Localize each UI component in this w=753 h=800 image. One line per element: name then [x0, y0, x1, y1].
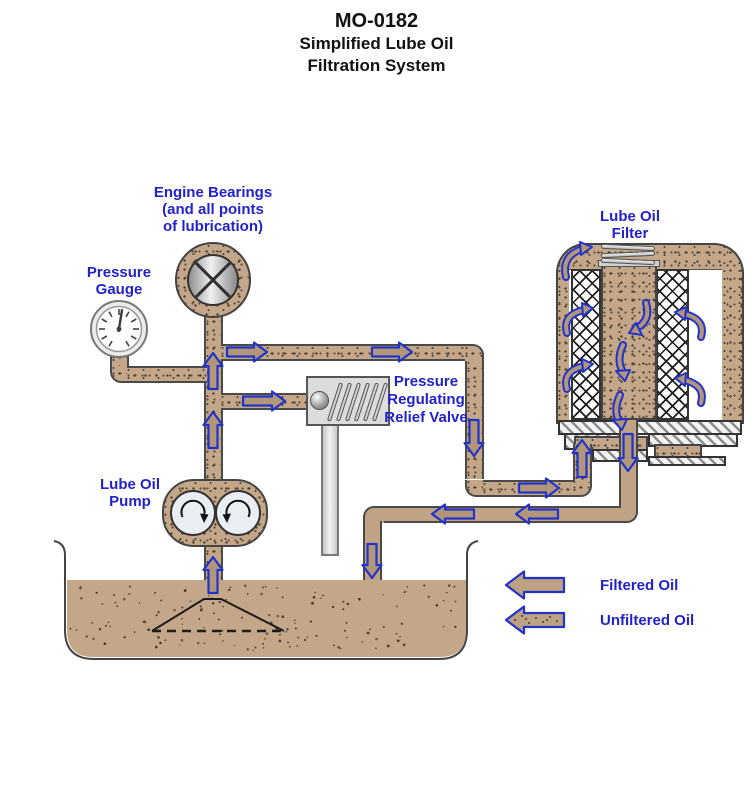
lube-oil-filter-label-line1: Lube Oil [600, 208, 660, 225]
flow-arrow-riser-upper [202, 410, 224, 450]
relief-valve-label-line3: Relief Valve [384, 409, 468, 426]
pump-rotation-cw-icon [180, 499, 209, 523]
sump-oil [67, 580, 466, 657]
lube-oil-pump-label-line1: Lube Oil [100, 476, 160, 493]
flow-arrow-pump-suction [202, 555, 224, 595]
pipe-return-right-elbow [619, 506, 638, 523]
filter-mesh-right [656, 269, 689, 420]
filter-flow-arrow-right-mid [674, 306, 706, 341]
filter-base-plate [558, 420, 742, 435]
engine-bearings-symbol [175, 242, 251, 318]
flow-arrow-filter-inlet [571, 438, 593, 479]
pressure-gauge-label-line2: Gauge [95, 281, 143, 298]
relief-valve-body [306, 376, 390, 426]
filter-flow-arrow-right-low [674, 372, 706, 407]
filter-flow-arrow-center-mid [615, 341, 631, 382]
pressure-gauge [90, 300, 148, 358]
pressure-gauge-label: Pressure Gauge [60, 264, 178, 298]
legend-unfiltered-arrow [504, 605, 566, 635]
pump-gear-right [215, 490, 261, 536]
filter-flow-arrow-center-top [628, 299, 652, 336]
filter-base-block-right-lower [648, 456, 726, 466]
legend-unfiltered-label: Unfiltered Oil [600, 612, 695, 629]
filter-mesh-left [571, 269, 601, 420]
relief-valve-label: Pressure Regulating Relief Valve [376, 373, 476, 427]
flow-arrow-return-2 [430, 503, 476, 525]
legend-filtered-label: Filtered Oil [600, 577, 679, 594]
bearing-journal [187, 254, 239, 306]
pipe-filter-inlet-elbow [573, 480, 592, 497]
filter-flow-arrow-center-low [612, 391, 628, 431]
lube-oil-pump-label-line2: Pump [109, 493, 151, 510]
flow-arrow-to-valve [241, 390, 287, 412]
filter-flow-arrow-left-mid [562, 302, 594, 337]
pressure-gauge-label-line1: Pressure [86, 264, 152, 281]
valve-drain-pipe [321, 424, 339, 556]
pump-rotation-ccw-icon [222, 499, 251, 523]
filter-center-cartridge [601, 264, 657, 420]
relief-valve-label-line1: Pressure [393, 373, 459, 390]
diagram-title: MO-0182 Simplified Lube Oil Filtration S… [0, 9, 753, 77]
title-line3: Filtration System [307, 56, 446, 75]
pipe-gauge-horizontal [127, 366, 207, 383]
filter-flow-arrow-left-low [562, 358, 594, 393]
pipe-gauge-elbow [110, 366, 129, 383]
lube-oil-filter-label: Lube Oil Filter [565, 208, 695, 242]
engine-bearings-label-line2: (and all points [162, 201, 264, 218]
engine-bearings-label: Engine Bearings (and all points of lubri… [123, 184, 303, 235]
lube-oil-pump-label: Lube Oil Pump [72, 476, 188, 510]
lube-oil-filter-label-line2: Filter [611, 225, 649, 242]
pipe-bottom-left-elbow [465, 480, 485, 497]
title-line2: Simplified Lube Oil [299, 34, 454, 53]
gauge-ticks [99, 309, 139, 347]
flow-arrow-filter-outlet [617, 432, 639, 473]
flow-arrow-top-branch-2 [370, 341, 414, 363]
flow-arrow-top-branch-1 [225, 341, 269, 363]
title-line1: MO-0182 [334, 10, 419, 32]
sump-pickup-screen [151, 598, 285, 633]
pipe-top-right-elbow [465, 344, 484, 363]
flow-arrow-to-filter [517, 477, 561, 499]
relief-valve-label-line2: Regulating [387, 391, 465, 408]
flow-arrow-return-to-sump [361, 542, 383, 580]
legend-unfiltered-speckles [514, 615, 558, 624]
engine-bearings-label-line3: of lubrication) [163, 218, 263, 235]
flow-arrow-return-1 [514, 503, 560, 525]
flow-arrow-riser-lower [202, 351, 224, 391]
engine-bearings-label-line1: Engine Bearings [153, 184, 273, 201]
pipe-return-left-elbow [363, 506, 384, 523]
flow-arrow-right-downcomer [463, 418, 485, 458]
valve-ball [310, 391, 329, 410]
filter-flow-arrow-left-top [561, 241, 593, 281]
legend-filtered-arrow [504, 570, 566, 600]
sump-pan-outline [53, 540, 479, 660]
